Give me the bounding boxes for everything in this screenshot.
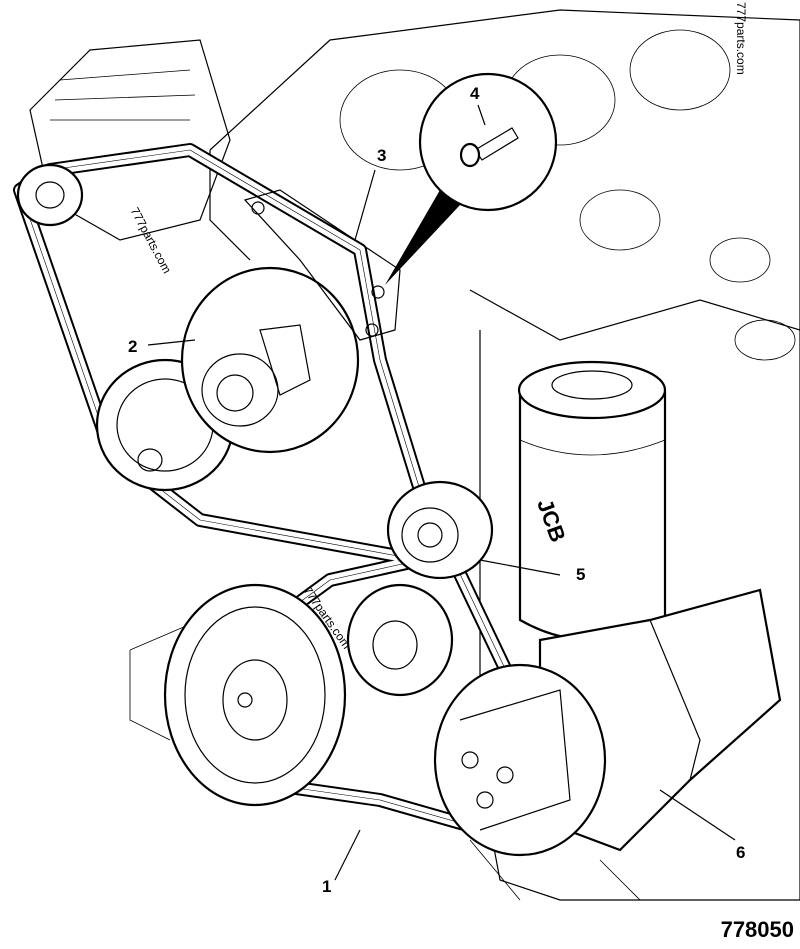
idler-pulley bbox=[386, 480, 494, 580]
callout-3: 3 bbox=[377, 146, 387, 165]
alternator-pulley bbox=[16, 163, 84, 227]
callout-4: 4 bbox=[470, 84, 480, 103]
lower-idler-pulley bbox=[346, 583, 454, 697]
watermark: 777parts.com bbox=[734, 2, 748, 75]
callout-5: 5 bbox=[576, 565, 586, 584]
callout-6: 6 bbox=[736, 843, 746, 862]
drive-belt bbox=[13, 143, 567, 847]
bolt-detail-inset bbox=[385, 72, 558, 285]
leader-lines bbox=[147, 104, 736, 881]
tensioner-bracket bbox=[243, 189, 401, 341]
crankshaft-pulley bbox=[163, 583, 347, 807]
oil-filter: JCB bbox=[517, 360, 667, 641]
ac-compressor bbox=[433, 588, 782, 857]
callout-2: 2 bbox=[128, 337, 138, 356]
callout-1: 1 bbox=[322, 877, 332, 896]
tensioner bbox=[180, 266, 360, 454]
figure-number: 778050 bbox=[720, 917, 794, 942]
